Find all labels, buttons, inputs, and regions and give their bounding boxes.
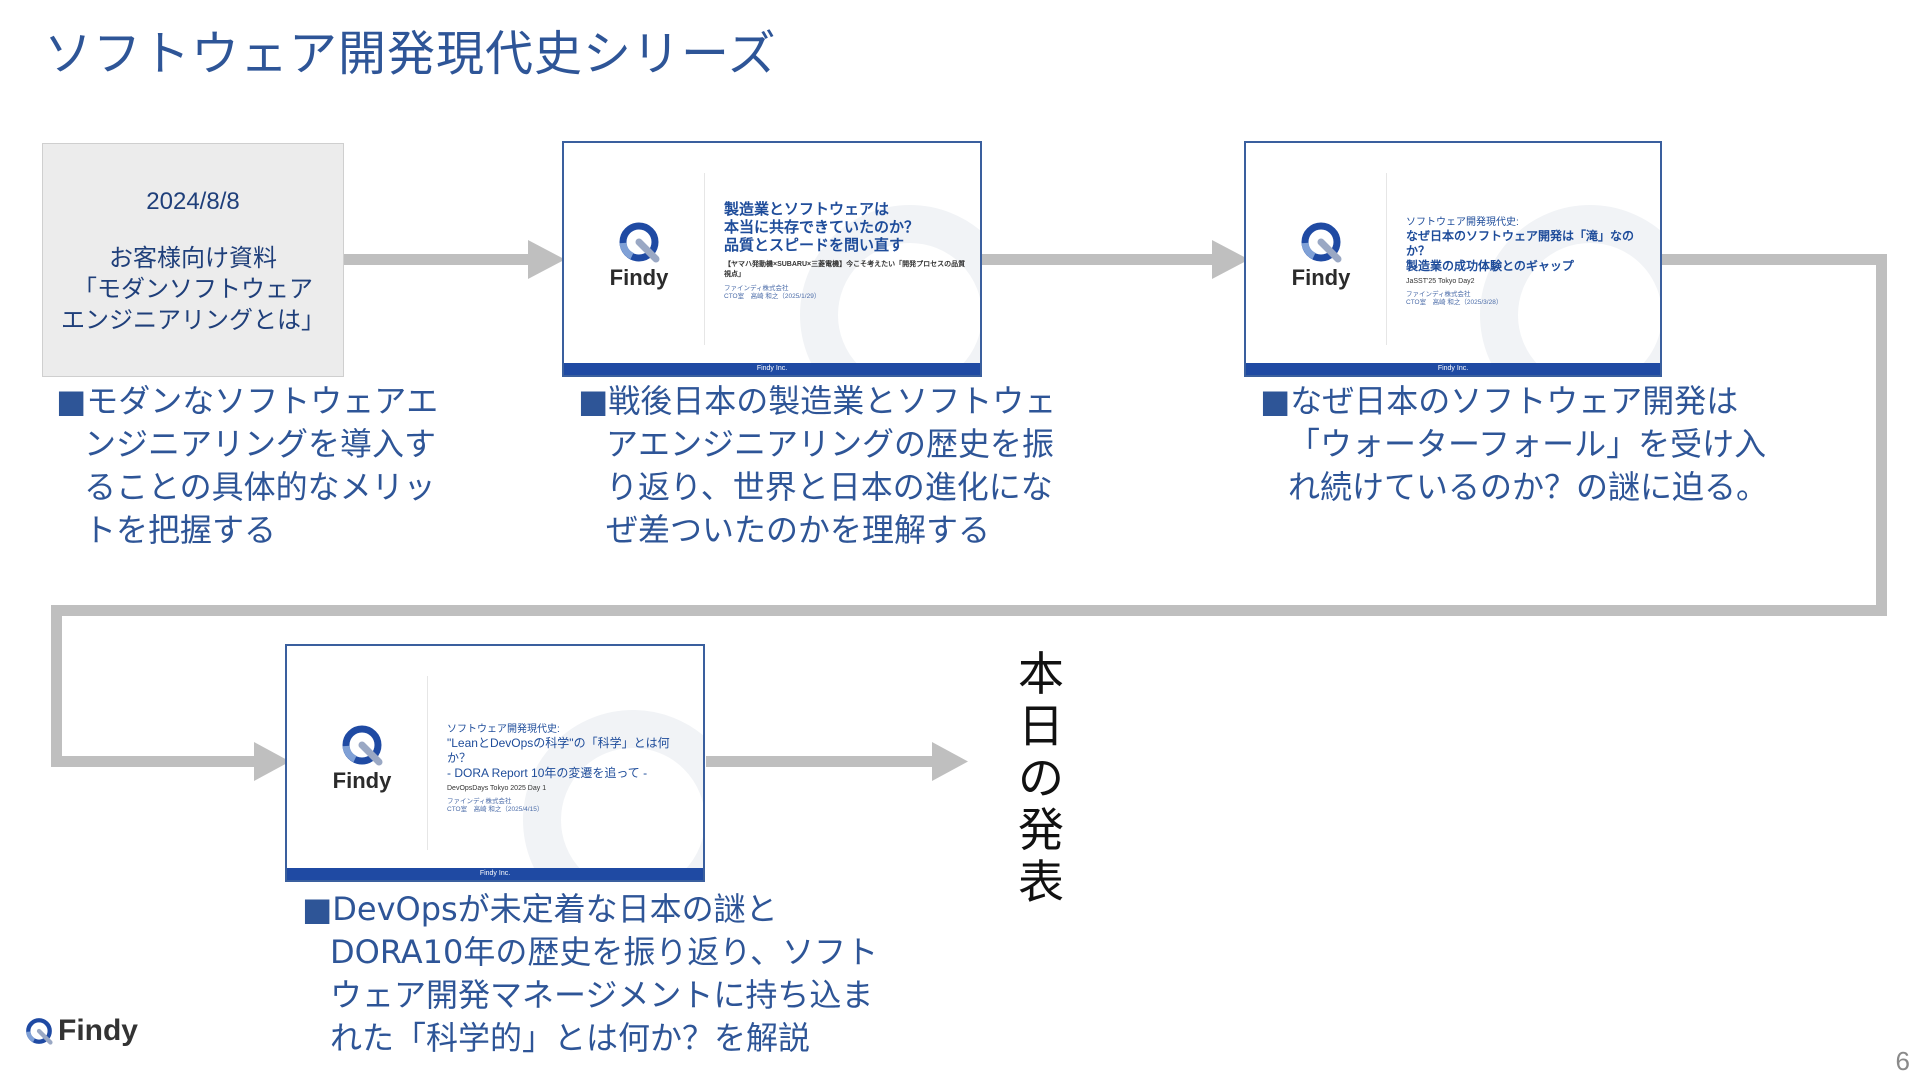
slide-text: ソフトウェア開発現代史: "LeanとDevOpsの科学"の「科学」とは何か？ … <box>447 724 693 814</box>
arrow-4-shaft <box>706 756 934 767</box>
arrow-3-left <box>51 605 62 767</box>
findy-logo: Findy <box>1286 221 1356 291</box>
arrow-3-head <box>254 742 290 781</box>
arrow-4-head <box>932 742 968 781</box>
today-label-char: 発 <box>1018 803 1064 857</box>
slide-footer: Findy Inc. <box>287 868 703 880</box>
slide-event: JaSST'25 Tokyo Day2 <box>1406 278 1475 285</box>
corner-logo-text: Findy <box>58 1014 138 1047</box>
slide-meta: ファインディ株式会社 <box>1406 291 1471 298</box>
description-line: ることの具体的なメリッ <box>84 468 436 506</box>
doc-line: エンジニアリングとは」 <box>61 307 325 334</box>
arrow-1-shaft <box>344 254 530 265</box>
customer-doc-card: 2024/8/8 お客様向け資料 「モダンソフトウェア エンジニアリングとは」 <box>42 143 344 377</box>
description-4: ■DevOpsが未定着な日本の謎と DORA10年の歴史を振り返り、ソフト ウェ… <box>302 888 878 1060</box>
today-presentation-label: 本 日 の 発 表 <box>1013 648 1069 908</box>
description-3: ■なぜ日本のソフトウェア開発は 「ウォーターフォール」を受け入 れ続けているのか… <box>1260 380 1768 509</box>
description-line: 「ウォーターフォール」を受け入 <box>1288 425 1767 463</box>
slide-main-line: 本当に共存できていたのか？ <box>724 219 920 236</box>
corner-findy-logo: Findy <box>24 1014 138 1048</box>
slide-thumbnail-2: Findy ソフトウェア開発現代史: なぜ日本のソフトウェア開発は「滝」なのか？… <box>1244 141 1662 377</box>
slide-main-line: 製造業とソフトウェアは <box>724 201 890 218</box>
arrow-3-right <box>1876 254 1887 616</box>
slide-pretitle: ソフトウェア開発現代史: <box>1406 217 1519 228</box>
findy-logo-text: Findy <box>609 265 669 290</box>
findy-logo-icon <box>26 1018 53 1045</box>
page-title: ソフトウェア開発現代史シリーズ <box>44 26 777 82</box>
divider <box>1386 173 1387 345</box>
slide-thumbnail-3: Findy ソフトウェア開発現代史: "LeanとDevOpsの科学"の「科学」… <box>285 644 705 882</box>
arrow-3-final-shaft <box>51 756 256 767</box>
slide-main-line: - DORA Report 10年の変遷を追って - <box>447 766 648 780</box>
divider <box>427 676 428 850</box>
description-line: トを把握する <box>84 511 277 549</box>
description-line: れた「科学的」とは何か？を解説 <box>330 1019 811 1057</box>
today-label-char: 本 <box>1018 647 1064 701</box>
today-label-char: の <box>1018 751 1064 805</box>
today-label-char: 表 <box>1018 855 1064 909</box>
description-2: ■戦後日本の製造業とソフトウェ アエンジニアリングの歴史を振 り返り、世界と日本… <box>578 380 1056 552</box>
arrow-1-head <box>528 240 565 279</box>
description-line: ンジニアリングを導入す <box>84 425 437 463</box>
arrow-2-head <box>1212 240 1249 279</box>
description-line: ■戦後日本の製造業とソフトウェ <box>578 382 1057 420</box>
description-line: ■なぜ日本のソフトウェア開発は <box>1260 382 1739 420</box>
description-1: ■モダンなソフトウェアエ ンジニアリングを導入す ることの具体的なメリッ トを把… <box>56 380 438 552</box>
slide-pretitle: ソフトウェア開発現代史: <box>447 724 560 735</box>
slide-event: DevOpsDays Tokyo 2025 Day 1 <box>447 785 547 792</box>
divider <box>704 173 705 345</box>
description-line: アエンジニアリングの歴史を振 <box>606 425 1055 463</box>
findy-logo-icon <box>1301 222 1342 263</box>
doc-line: お客様向け資料 <box>109 245 277 272</box>
slide-main-line: "LeanとDevOpsの科学"の「科学」とは何か？ <box>447 736 670 765</box>
findy-logo-text: Findy <box>1291 265 1351 290</box>
slide-footer: Findy Inc. <box>564 363 980 375</box>
findy-logo-icon <box>619 222 660 263</box>
description-line: ウェア開発マネージメントに持ち込ま <box>330 976 874 1014</box>
slide-main-line: なぜ日本のソフトウェア開発は「滝」なのか？ <box>1406 229 1635 258</box>
slide-meta: ファインディ株式会社 <box>724 285 789 292</box>
slide-subtitle: 【ヤマハ発動機×SUBARU×三菱電機】今こそ考えたい「開発プロセスの品質視点」 <box>724 261 966 278</box>
slide-meta: CTO室 高崎 和之（2025/3/28） <box>1406 299 1503 306</box>
slide-text: 製造業とソフトウェアは 本当に共存できていたのか？ 品質とスピードを問い直す 【… <box>724 201 970 301</box>
description-line: ■モダンなソフトウェアエ <box>56 382 439 420</box>
findy-logo-icon <box>342 725 383 766</box>
description-line: り返り、世界と日本の進化にな <box>606 468 1053 506</box>
findy-logo: Findy <box>604 221 674 291</box>
description-line: れ続けているのか？の謎に迫る。 <box>1288 468 1769 506</box>
arrow-3-return <box>51 605 1887 616</box>
slide-thumbnail-1: Findy 製造業とソフトウェアは 本当に共存できていたのか？ 品質とスピードを… <box>562 141 982 377</box>
description-line: ぜ差ついたのかを理解する <box>606 511 991 549</box>
arrow-2-shaft <box>982 254 1214 265</box>
slide-main-line: 品質とスピードを問い直す <box>724 237 905 254</box>
slide-footer: Findy Inc. <box>1246 363 1660 375</box>
slide-meta: CTO室 高崎 和之（2025/1/29） <box>724 293 821 300</box>
description-line: ■DevOpsが未定着な日本の謎と <box>302 890 778 928</box>
findy-logo: Findy <box>327 724 397 794</box>
slide-main-line: 製造業の成功体験とのギャップ <box>1406 259 1574 273</box>
findy-logo-text: Findy <box>332 768 392 793</box>
description-line: DORA10年の歴史を振り返り、ソフト <box>330 933 879 971</box>
page-number: 6 <box>1895 1046 1910 1076</box>
arrow-3-shaft <box>1662 254 1887 265</box>
slide-text: ソフトウェア開発現代史: なぜ日本のソフトウェア開発は「滝」なのか？ 製造業の成… <box>1406 217 1650 307</box>
today-label-char: 日 <box>1018 699 1064 753</box>
slide-meta: CTO室 高崎 和之（2025/4/15） <box>447 806 544 813</box>
doc-line: 「モダンソフトウェア <box>73 276 313 303</box>
doc-date: 2024/8/8 <box>146 188 240 215</box>
slide-meta: ファインディ株式会社 <box>447 798 512 805</box>
